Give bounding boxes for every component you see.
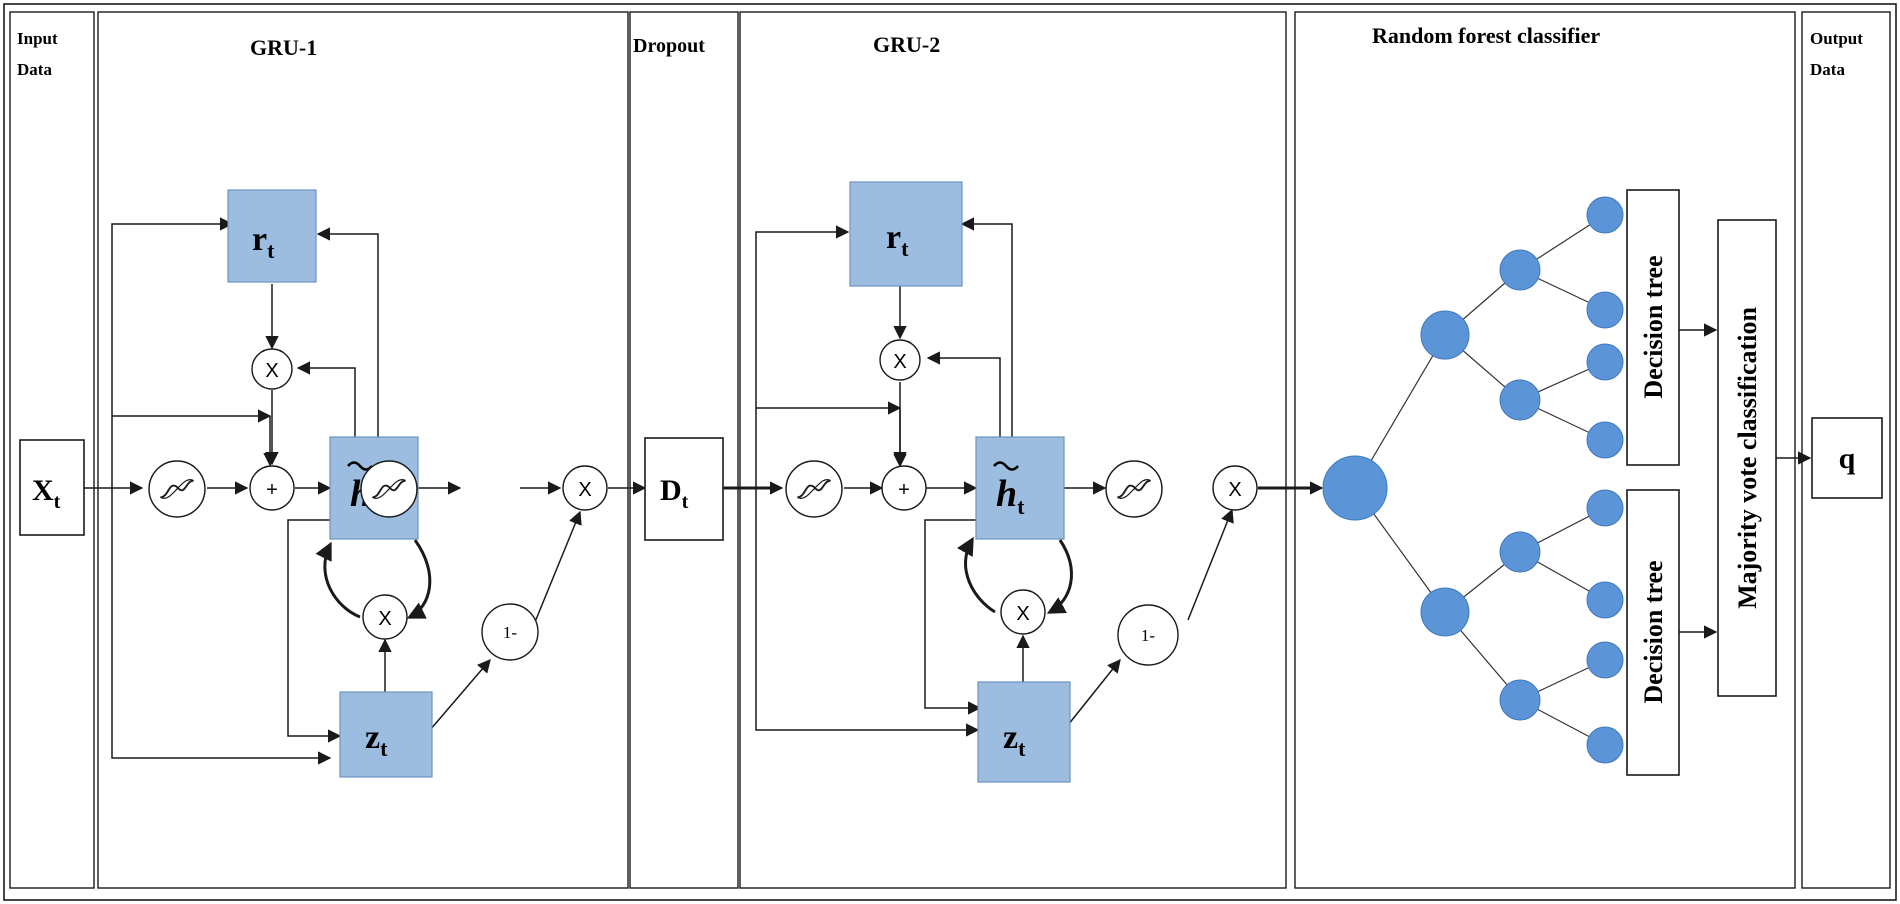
gru1-mult-reset-label: X [265,360,278,382]
gru2-mult-loop [1000,589,1046,635]
rf-leaf-node [1586,641,1624,679]
gru2-tanh-icon-2 [1105,460,1163,518]
decision-tree-label-2: Decision tree [1639,560,1668,703]
gru2-plus-label: + [898,479,910,501]
decision-tree-label-1: Decision tree [1639,255,1668,398]
gru2-reset-label: rt [886,219,909,261]
gru2-update-label: zt [1003,719,1026,761]
gru2-title: GRU-2 [873,32,940,57]
gru2-mult-reset [879,339,921,381]
panel-dropout [629,11,739,889]
gru1-plus-label: + [266,479,278,501]
rf-node [1499,379,1541,421]
gru1-mult-loop [362,594,408,640]
gru1-one-minus [481,603,539,661]
gru1-update-label: zt [365,719,388,761]
gru1-mult-loop-label: X [378,608,391,630]
rf-leaf-node [1586,726,1624,764]
gru1-title: GRU-1 [250,35,317,60]
gru2-tanh-icon-1 [785,460,843,518]
decision-tree-box-1 [1626,189,1680,466]
rf-leaf-node [1586,581,1624,619]
gru1-plus [249,465,295,511]
rf-node [1499,249,1541,291]
rf-leaf-node [1586,421,1624,459]
gru2-one-minus [1117,604,1179,666]
gru2-candidate-label: ht [996,473,1025,519]
decision-tree-box-2 [1626,489,1680,776]
gru1-tanh-icon-1 [148,460,206,518]
dropout-dt-box [644,437,724,541]
gru2-cell: rt ht zt X + X 1- X [723,181,1324,783]
rf-root-node [1322,455,1388,521]
rf-node [1499,531,1541,573]
gru2-reset-gate [849,181,963,287]
gru1-mult-out-label: X [578,479,591,501]
input-xt-box [19,439,85,536]
input-xt-label: Xt [32,474,61,513]
random-forest: Decision tree Decision tree Majority vot… [1322,189,1812,776]
rf-leaf-node [1586,489,1624,527]
gru1-one-minus-label: 1- [503,623,518,642]
gru1-tilde-icon [347,461,373,471]
gru2-one-minus-label: 1- [1141,626,1156,645]
gru1-mult-reset [251,348,293,390]
gru2-mult-reset-label: X [893,351,906,373]
gru1-tanh-icon-2 [360,460,418,518]
gru2-mult-out [1212,465,1258,511]
output-title-line1: Output [1810,29,1863,48]
input-title-line1: Input [17,29,58,48]
rf-leaf-node [1586,196,1624,234]
majority-vote-label: Majority vote classification [1733,307,1762,609]
gru1-reset-label: rt [252,221,275,263]
gru2-candidate-state [975,436,1065,540]
rf-leaf-node [1586,291,1624,329]
majority-vote-box [1717,219,1777,697]
gru2-mult-loop-label: X [1016,603,1029,625]
dropout-title: Dropout [633,35,705,57]
panel-gru-2 [739,11,1287,889]
outer-frame [3,3,1897,901]
input-title-line2: Data [17,60,52,79]
panel-output [1801,11,1891,889]
rf-leaf-node [1586,343,1624,381]
rf-node [1420,310,1470,360]
gru2-mult-out-label: X [1228,479,1241,501]
gru1-reset-gate [227,189,317,283]
panel-gru-1 [97,11,629,889]
panel-input [9,11,95,889]
gru1-mult-out [562,465,608,511]
dropout-dt-label: Dt [660,474,689,513]
gru2-update-gate [977,681,1071,783]
rf-title: Random forest classifier [1372,23,1600,48]
panel-random-forest [1294,11,1796,889]
output-title-line2: Data [1810,60,1845,79]
gru1-update-gate [339,691,433,778]
rf-node [1499,679,1541,721]
rf-node [1420,587,1470,637]
output-q-label: q [1839,442,1856,475]
gru2-plus [881,465,927,511]
gru1-cell: rt ht zt X + X 1- X [84,189,647,778]
output-q-box [1811,417,1883,499]
gru2-tilde-icon [993,461,1019,471]
